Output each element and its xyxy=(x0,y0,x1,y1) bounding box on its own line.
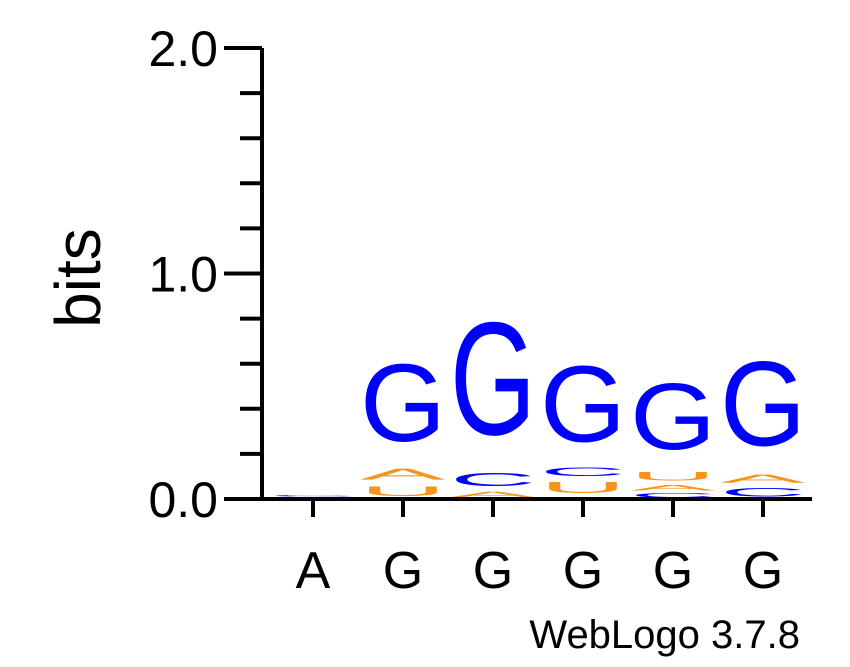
logo-letter-g: G xyxy=(450,290,536,470)
logo-letter-c: C xyxy=(720,485,806,499)
x-tick-label: G xyxy=(473,542,513,600)
logo-column: AUCG xyxy=(540,344,626,499)
logo-letter-c: C xyxy=(450,470,536,490)
logo-letter-u: U xyxy=(630,470,716,484)
x-tick-label: G xyxy=(653,542,693,600)
letter-stacks: ACUAGACGAUCGCAUGCAG xyxy=(270,290,806,499)
logo-letter-u: U xyxy=(360,483,446,499)
weblogo-credit: WebLogo 3.7.8 xyxy=(529,613,800,657)
logo-letter-g: G xyxy=(720,336,806,472)
x-tick-label: G xyxy=(743,542,783,600)
logo-letter-g: G xyxy=(360,342,446,465)
logo-letter-a: A xyxy=(360,465,446,483)
logo-column: UAG xyxy=(360,342,446,499)
logo-letter-a: A xyxy=(450,490,536,499)
logo-letter-a: A xyxy=(630,483,716,492)
logo-letter-c: C xyxy=(540,465,626,479)
y-tick-label: 1.0 xyxy=(148,247,218,303)
y-tick-label: 0.0 xyxy=(148,472,218,528)
logo-column: CAG xyxy=(720,336,806,499)
logo-letter-c: C xyxy=(270,495,356,497)
logo-letter-g: G xyxy=(630,363,716,469)
y-axis-label: bits xyxy=(42,228,114,328)
logo-letter-u: U xyxy=(540,479,626,497)
y-tick-label: 2.0 xyxy=(148,21,218,77)
y-axis: 0.0 1.0 2.0 xyxy=(148,21,264,528)
x-tick-label: G xyxy=(383,542,423,600)
logo-letter-g: G xyxy=(540,344,626,465)
x-tick-label: G xyxy=(563,542,603,600)
logo-letter-a: A xyxy=(720,472,806,486)
x-tick-label: A xyxy=(296,542,331,600)
logo-letter-c: C xyxy=(630,492,716,499)
logo-column: ACG xyxy=(450,290,536,499)
